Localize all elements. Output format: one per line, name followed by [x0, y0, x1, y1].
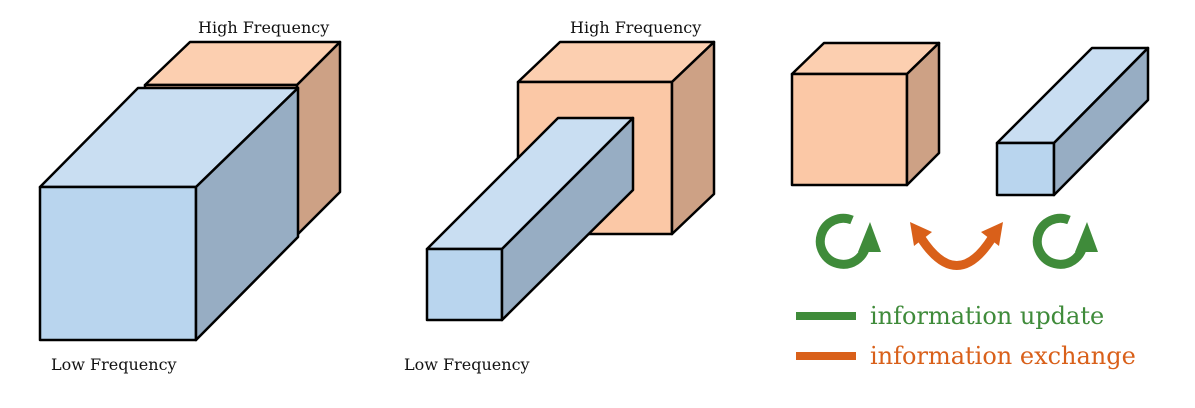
- update-arrow-high-icon: [815, 213, 881, 269]
- panel1-low-frequency-cube: [38, 86, 300, 342]
- panel1-high-frequency-label: High Frequency: [198, 18, 330, 37]
- panel3-high-front-face: [790, 72, 909, 187]
- panel3-high-frequency-cube: [790, 41, 941, 187]
- panel2-low-frequency-bar: [425, 116, 635, 322]
- panel2-low-frequency-label: Low Frequency: [404, 355, 530, 374]
- panel3-low-front-face: [995, 141, 1056, 197]
- panel2-high-side-face: [670, 40, 716, 236]
- panel2-low-front-face: [425, 247, 504, 322]
- panel1-low-side-face: [194, 86, 300, 342]
- exchange-arrow-icon: [910, 222, 1003, 270]
- panel3-high-side-face: [905, 41, 941, 187]
- legend-exchange-swatch: [796, 352, 856, 360]
- panel2-low-side-face: [500, 116, 635, 322]
- panel1-low-front-face: [38, 185, 198, 342]
- panel3-low-frequency-bar: [995, 46, 1150, 197]
- panel3-low-side-face: [1052, 46, 1150, 197]
- legend-exchange-label: information exchange: [870, 342, 1136, 370]
- panel1-low-frequency-label: Low Frequency: [51, 355, 177, 374]
- update-arrow-low-icon: [1032, 213, 1098, 269]
- legend-update-label: information update: [870, 302, 1105, 330]
- legend-update-swatch: [796, 312, 856, 320]
- panel2-high-frequency-label: High Frequency: [570, 18, 702, 37]
